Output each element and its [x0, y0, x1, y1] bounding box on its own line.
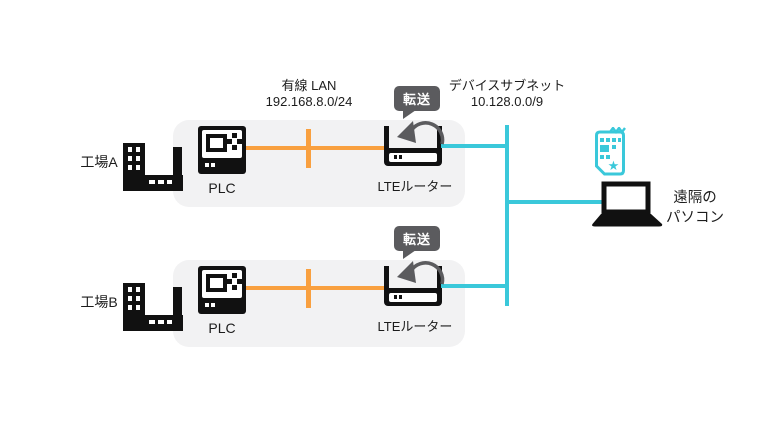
iot-sim-icon: ★	[595, 127, 626, 176]
wired-lan-title: 有線 LAN	[281, 78, 337, 93]
plc-icon	[198, 266, 246, 314]
site-a-router-label: LTEルーター	[377, 179, 453, 194]
remote-pc-label-line2: パソコン	[666, 210, 724, 226]
device-subnet-title: デバイスサブネット	[448, 78, 566, 93]
plc-icon	[198, 126, 246, 174]
forward-arrow-icon	[397, 121, 445, 145]
lan-cable-a	[246, 146, 385, 150]
pc-link-line	[505, 200, 602, 204]
device-subnet-label: デバイスサブネット 10.128.0.0/9	[437, 78, 577, 110]
wan-link-b	[441, 284, 507, 288]
wired-lan-label: 有線 LAN 192.168.8.0/24	[239, 78, 379, 110]
forward-badge-b: 転送	[394, 226, 441, 259]
laptop-icon	[592, 181, 663, 227]
forward-arrow-icon	[397, 261, 445, 285]
subnet-bus-line	[505, 125, 509, 306]
svg-text:★: ★	[608, 158, 620, 173]
site-b-router-label: LTEルーター	[377, 319, 453, 334]
wan-link-a	[441, 144, 507, 148]
factory-icon	[123, 143, 183, 191]
lan-cable-b	[246, 286, 385, 290]
lan-tap-a	[306, 129, 311, 168]
remote-pc-label-line1: 遠隔の	[673, 190, 717, 206]
site-a-plc-label: PLC	[208, 180, 236, 196]
site-b-plc-label: PLC	[208, 320, 236, 336]
lan-tap-b	[306, 269, 311, 308]
site-b-factory-label: 工場B	[80, 294, 118, 310]
forward-badge-a: 転送	[394, 86, 441, 119]
lte-router-icon	[384, 266, 442, 306]
device-subnet-value: 10.128.0.0/9	[470, 94, 544, 109]
site-a: 工場A PLC	[62, 86, 622, 216]
lte-router-icon	[384, 126, 442, 166]
site-a-factory-label: 工場A	[80, 154, 118, 170]
remote-pc-label: 遠隔の パソコン	[649, 188, 741, 228]
factory-icon	[123, 283, 183, 331]
site-b: 工場B PLC	[62, 226, 622, 356]
wired-lan-subnet: 192.168.8.0/24	[265, 94, 353, 109]
